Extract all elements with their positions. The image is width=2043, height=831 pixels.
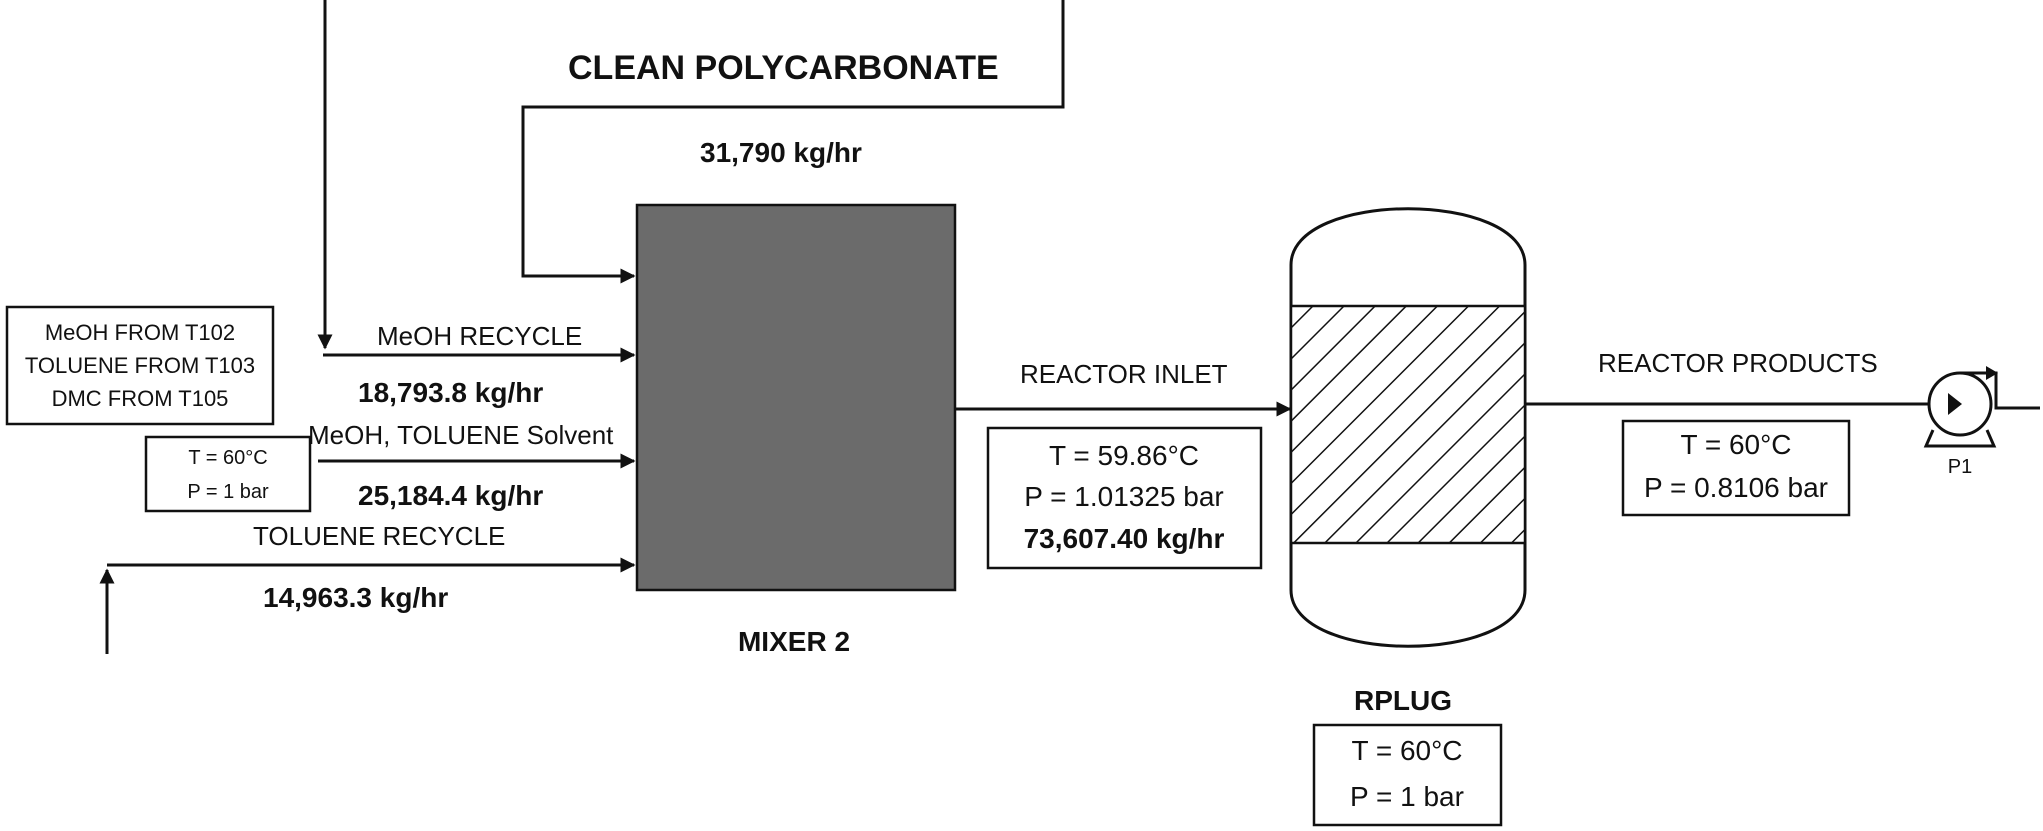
reactor-inlet-stream: REACTOR INLET T = 59.86°C P = 1.01325 ba… bbox=[955, 359, 1292, 570]
meoh-recycle-stream: MeOH RECYCLE 18,793.8 kg/hr bbox=[317, 0, 636, 408]
reactor-products-stream: REACTOR PRODUCTS T = 60°C P = 0.8106 bar bbox=[1525, 348, 1965, 517]
toluene-recycle-stream: TOLUENE RECYCLE 14,963.3 kg/hr bbox=[99, 521, 636, 654]
sources-note-line-3: DMC FROM T105 bbox=[52, 386, 229, 411]
solvent-conditions-box bbox=[144, 435, 312, 513]
toluene-recycle-label: TOLUENE RECYCLE bbox=[253, 521, 505, 551]
reactor-vessel bbox=[1289, 207, 1527, 648]
solvent-stream: MeOH, TOLUENE Solvent 25,184.4 kg/hr bbox=[308, 420, 636, 511]
reactor-conditions-box bbox=[1312, 723, 1503, 827]
meoh-recycle-label: MeOH RECYCLE bbox=[377, 321, 582, 351]
mixer-block bbox=[635, 203, 957, 592]
reactor-products-pressure: P = 0.8106 bar bbox=[1644, 472, 1828, 503]
reactor-products-conditions-box bbox=[1621, 419, 1851, 517]
reactor-inlet-label: REACTOR INLET bbox=[1020, 359, 1228, 389]
toluene-recycle-flow: 14,963.3 kg/hr bbox=[263, 582, 448, 613]
reactor-products-temperature: T = 60°C bbox=[1680, 429, 1791, 460]
sources-note: MeOH FROM T102 TOLUENE FROM T103 DMC FRO… bbox=[5, 305, 275, 426]
reactor-temperature: T = 60°C bbox=[1351, 735, 1462, 766]
mixer: MIXER 2 bbox=[635, 203, 957, 657]
reactor-inlet-conditions-box bbox=[986, 426, 1263, 570]
solvent-temperature: T = 60°C bbox=[188, 447, 267, 469]
solvent-label: MeOH, TOLUENE Solvent bbox=[308, 420, 614, 450]
meoh-recycle-flow: 18,793.8 kg/hr bbox=[358, 377, 543, 408]
reactor-pressure: P = 1 bar bbox=[1350, 781, 1464, 812]
reactor-products-label: REACTOR PRODUCTS bbox=[1598, 348, 1878, 378]
mixer-label: MIXER 2 bbox=[738, 626, 850, 657]
reactor-catalyst-bed bbox=[1289, 304, 1527, 545]
pump-label: P1 bbox=[1948, 456, 1972, 478]
sources-note-line-1: MeOH FROM T102 bbox=[45, 320, 235, 345]
plug-flow-reactor: RPLUG T = 60°C P = 1 bar bbox=[1289, 207, 1527, 827]
solvent-pressure: P = 1 bar bbox=[187, 481, 269, 503]
sources-note-box bbox=[5, 305, 275, 426]
clean-polycarbonate-label: CLEAN POLYCARBONATE bbox=[568, 49, 999, 87]
pump-flow-arrow bbox=[1948, 393, 1962, 415]
reactor-inlet-flow: 73,607.40 kg/hr bbox=[1024, 523, 1225, 554]
pump: P1 bbox=[1923, 366, 2040, 478]
clean-polycarbonate-flow: 31,790 kg/hr bbox=[700, 137, 862, 168]
reactor-inlet-temperature: T = 59.86°C bbox=[1049, 440, 1199, 471]
pump-base bbox=[1923, 429, 1997, 448]
sources-note-line-2: TOLUENE FROM T103 bbox=[25, 353, 255, 378]
clean-polycarbonate-stream: CLEAN POLYCARBONATE 31,790 kg/hr bbox=[521, 0, 1065, 284]
pump-discharge-line bbox=[1960, 371, 2040, 410]
reactor-label: RPLUG bbox=[1354, 685, 1452, 716]
solvent-conditions: T = 60°C P = 1 bar bbox=[144, 435, 312, 513]
pump-discharge-arrow bbox=[1986, 366, 1998, 380]
clean-polycarbonate-line bbox=[521, 0, 1065, 284]
reactor-inlet-pressure: P = 1.01325 bar bbox=[1024, 481, 1224, 512]
solvent-flow: 25,184.4 kg/hr bbox=[358, 480, 543, 511]
